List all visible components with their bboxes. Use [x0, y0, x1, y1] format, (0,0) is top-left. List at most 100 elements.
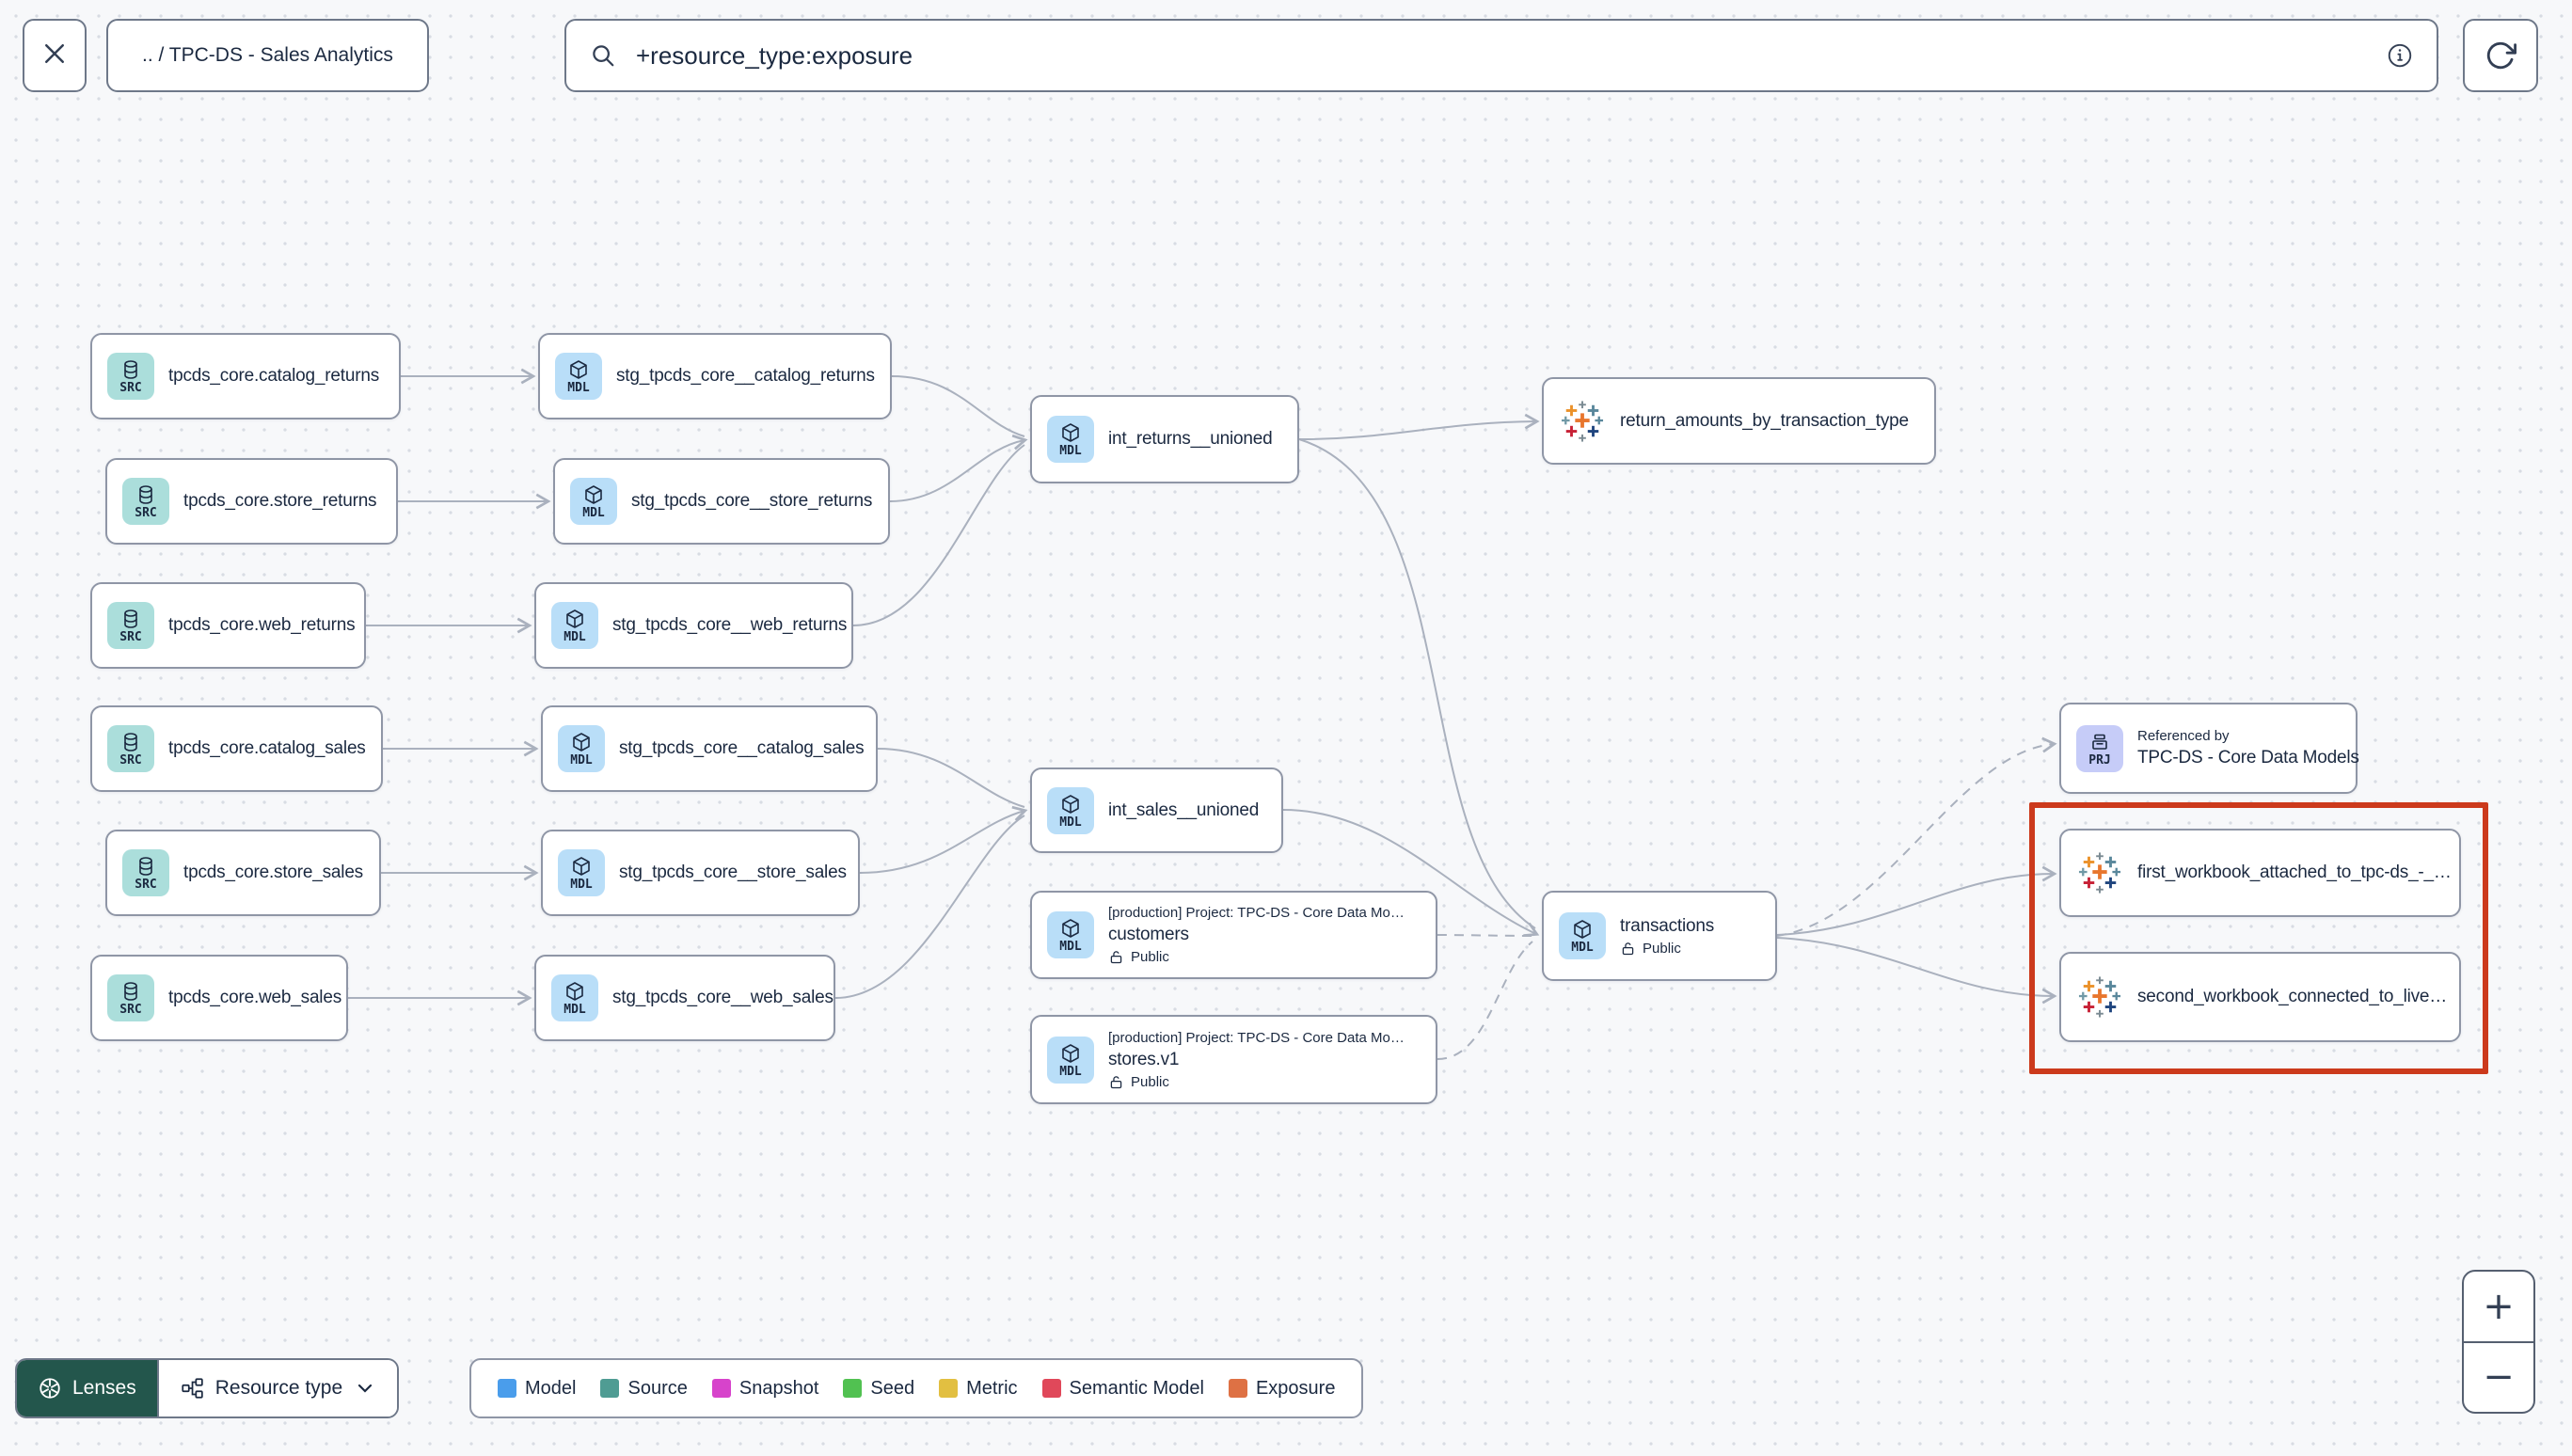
badge-label: SRC — [119, 630, 142, 644]
model-icon — [564, 608, 586, 630]
zoom-out-button[interactable]: − — [2483, 1355, 2515, 1400]
model-badge: MDL — [1047, 911, 1094, 958]
badge-label: SRC — [135, 878, 157, 892]
selection-highlight-box — [2029, 802, 2488, 1074]
node-label: tpcds_core.web_returns — [168, 615, 356, 635]
source-icon — [119, 358, 142, 381]
node-access: Public — [1108, 949, 1405, 965]
access-label: Public — [1131, 949, 1169, 965]
node-label: tpcds_core.web_sales — [168, 988, 341, 1007]
model-icon — [1571, 918, 1594, 941]
source-icon — [119, 608, 142, 630]
badge-label: MDL — [567, 381, 590, 395]
model-badge: MDL — [1047, 416, 1094, 463]
node-label: transactions — [1620, 915, 1715, 936]
node-src-store-sales[interactable]: SRC tpcds_core.store_sales — [105, 830, 381, 916]
tableau-icon — [2076, 973, 2123, 1021]
legend-label-metric: Metric — [966, 1377, 1018, 1399]
badge-label: MDL — [1059, 940, 1082, 954]
node-label: int_returns__unioned — [1108, 429, 1273, 449]
model-badge: MDL — [570, 478, 617, 525]
node-label: stg_tpcds_core__catalog_returns — [616, 366, 875, 386]
source-icon — [135, 483, 157, 506]
legend-label-model: Model — [525, 1377, 577, 1399]
legend-item-seed: Seed — [843, 1378, 914, 1400]
legend-swatch-model — [498, 1379, 516, 1398]
legend-item-metric: Metric — [939, 1377, 1018, 1400]
model-icon — [570, 855, 593, 878]
model-badge: MDL — [558, 849, 605, 896]
info-icon[interactable] — [2386, 41, 2414, 70]
search-input[interactable] — [634, 40, 2369, 71]
node-src-web-returns[interactable]: SRC tpcds_core.web_returns — [90, 582, 366, 669]
chevron-down-icon — [354, 1377, 376, 1400]
node-label: return_amounts_by_transaction_type — [1620, 410, 1909, 431]
node-label: tpcds_core.store_sales — [183, 863, 363, 882]
node-return-amounts-by-transaction-type[interactable]: return_amounts_by_transaction_type — [1542, 377, 1936, 465]
zoom-in-button[interactable]: + — [2464, 1272, 2533, 1343]
legend-swatch-metric — [939, 1379, 959, 1398]
lenses-button[interactable]: Lenses — [17, 1360, 157, 1416]
source-badge: SRC — [107, 725, 154, 772]
node-src-web-sales[interactable]: SRC tpcds_core.web_sales — [90, 955, 348, 1041]
model-badge: MDL — [551, 974, 598, 1021]
badge-label: MDL — [564, 1003, 586, 1017]
source-badge: SRC — [107, 353, 154, 400]
model-icon — [1059, 421, 1082, 444]
node-label: stg_tpcds_core__web_returns — [612, 615, 848, 635]
project-badge: PRJ — [2076, 724, 2123, 772]
model-icon — [1059, 793, 1082, 815]
legend-label-source: Source — [627, 1377, 688, 1399]
source-icon — [119, 980, 142, 1003]
node-stores-v1[interactable]: MDL[production] Project: TPC-DS - Core D… — [1030, 1015, 1437, 1104]
legend-item-semantic-model: Semantic Model — [1041, 1378, 1204, 1400]
source-icon — [119, 731, 142, 753]
model-badge: MDL — [558, 725, 605, 772]
node-second-workbook[interactable]: second_workbook_connected_to_live… — [2059, 952, 2461, 1042]
node-int-returns-unioned[interactable]: MDL int_returns__unioned — [1030, 395, 1299, 483]
model-badge: MDL — [1047, 786, 1094, 834]
access-label: Public — [1131, 1073, 1169, 1090]
node-label: tpcds_core.store_returns — [183, 491, 377, 511]
tableau-icon — [1559, 398, 1606, 445]
lock-open-icon — [1108, 1074, 1124, 1090]
sitemap-icon — [180, 1376, 204, 1401]
badge-label: MDL — [1059, 815, 1082, 830]
badge-label: MDL — [564, 630, 586, 644]
model-icon — [570, 731, 593, 753]
resource-type-dropdown[interactable]: Resource type — [156, 1360, 398, 1416]
badge-label: PRJ — [2088, 752, 2111, 768]
node-access: Public — [1108, 1074, 1405, 1090]
lock-open-icon — [1108, 949, 1124, 965]
node-stg-catalog-returns[interactable]: MDL stg_tpcds_core__catalog_returns — [538, 333, 892, 419]
node-stg-web-returns[interactable]: MDL stg_tpcds_core__web_returns — [534, 582, 853, 669]
refresh-button[interactable] — [2463, 19, 2538, 92]
model-icon — [564, 980, 586, 1003]
badge-label: SRC — [119, 381, 142, 395]
legend-swatch-snapshot — [711, 1379, 731, 1398]
node-customers[interactable]: MDL[production] Project: TPC-DS - Core D… — [1030, 891, 1437, 979]
node-label: second_workbook_connected_to_live… — [2137, 987, 2448, 1006]
badge-label: SRC — [119, 1003, 142, 1017]
legend-item-source: Source — [600, 1377, 688, 1400]
resource-type-label: Resource type — [214, 1377, 343, 1399]
node-access: Public — [1620, 941, 1714, 957]
search-bar[interactable] — [564, 19, 2438, 92]
source-badge: SRC — [107, 974, 154, 1021]
close-button[interactable] — [23, 19, 87, 92]
node-first-workbook[interactable]: first_workbook_attached_to_tpc-ds_-_… — [2059, 829, 2461, 917]
breadcrumb[interactable]: .. / TPC-DS - Sales Analytics — [106, 19, 429, 92]
